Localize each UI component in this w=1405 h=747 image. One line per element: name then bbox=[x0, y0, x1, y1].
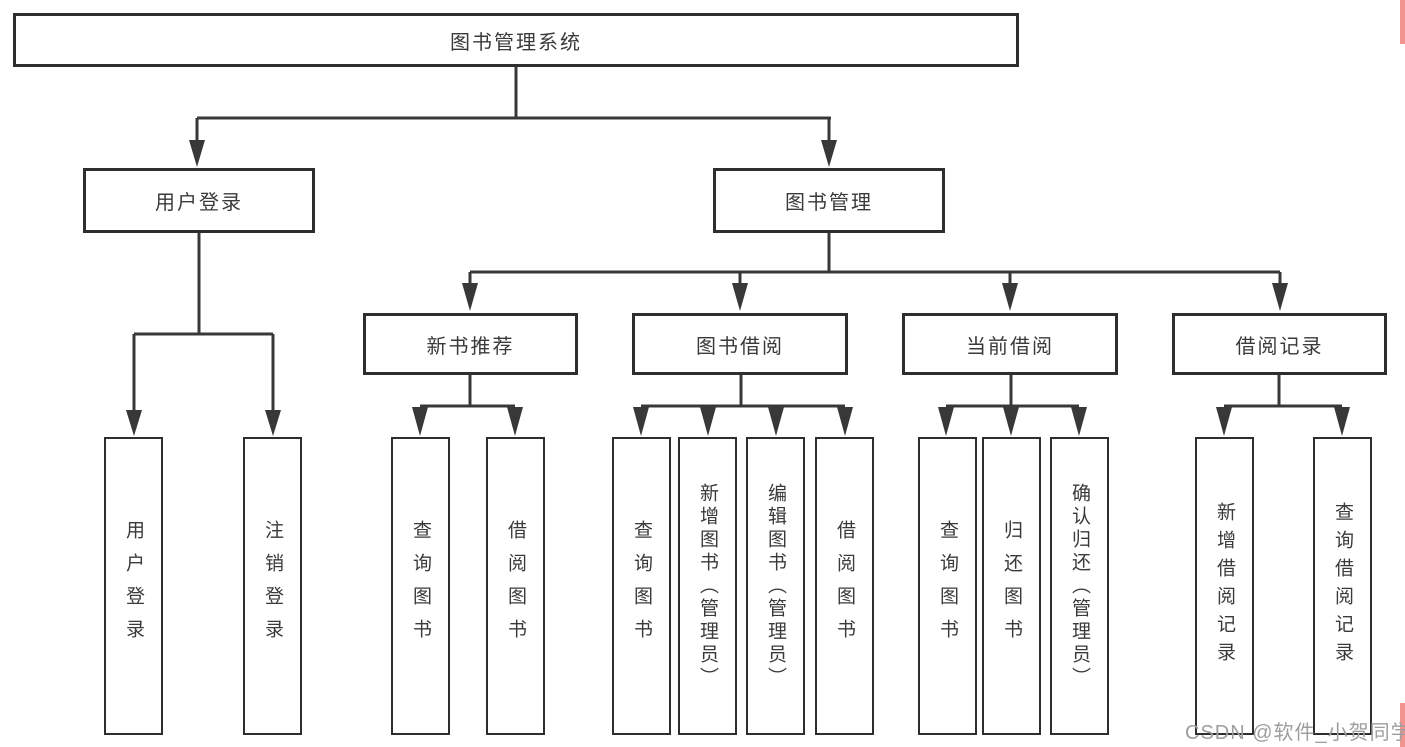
arrowhead-icon bbox=[507, 407, 523, 436]
node-new-book-recommend: 新书推荐 bbox=[363, 313, 578, 375]
node-label: 查询借阅记录 bbox=[1332, 502, 1353, 670]
node-label: 归还图书 bbox=[1001, 520, 1022, 652]
node-leaf-add-borrow-record: 新增借阅记录 bbox=[1195, 437, 1254, 735]
node-label: 确认归还（管理员） bbox=[1069, 482, 1090, 690]
node-label: 查询图书 bbox=[937, 520, 958, 652]
node-label: 借阅图书 bbox=[834, 520, 855, 652]
connector-current-borrow bbox=[938, 375, 1087, 436]
node-current-borrow: 当前借阅 bbox=[902, 313, 1118, 375]
arrowhead-icon bbox=[462, 283, 478, 311]
node-leaf-logout: 注销登录 bbox=[243, 437, 302, 735]
node-leaf-query-books-2: 查询图书 bbox=[612, 437, 671, 735]
node-book-borrow: 图书借阅 bbox=[632, 313, 848, 375]
node-leaf-query-books-3: 查询图书 bbox=[918, 437, 977, 735]
arrowhead-icon bbox=[1071, 407, 1087, 436]
node-borrow-records: 借阅记录 bbox=[1172, 313, 1387, 375]
arrowhead-icon bbox=[1334, 407, 1350, 436]
node-label: 查询图书 bbox=[410, 520, 431, 652]
connector-root bbox=[189, 67, 837, 167]
connector-user-login bbox=[126, 233, 281, 436]
node-book-management: 图书管理 bbox=[713, 168, 945, 233]
node-user-login: 用户登录 bbox=[83, 168, 315, 233]
node-label: 注销登录 bbox=[262, 520, 283, 652]
node-label: 借阅图书 bbox=[505, 520, 526, 652]
connector-borrow-records bbox=[1216, 375, 1350, 436]
arrowhead-icon bbox=[189, 140, 205, 167]
arrowhead-icon bbox=[700, 407, 716, 436]
node-label: 新增借阅记录 bbox=[1214, 502, 1235, 670]
node-leaf-query-books-1: 查询图书 bbox=[391, 437, 450, 735]
arrowhead-icon bbox=[265, 410, 281, 436]
arrowhead-icon bbox=[633, 407, 649, 436]
arrowhead-icon bbox=[1216, 407, 1232, 436]
arrowhead-icon bbox=[821, 140, 837, 167]
node-leaf-edit-book-admin: 编辑图书（管理员） bbox=[746, 437, 805, 735]
arrowhead-icon bbox=[768, 407, 784, 436]
arrowhead-icon bbox=[1272, 283, 1288, 311]
arrowhead-icon bbox=[1002, 283, 1018, 311]
arrowhead-icon bbox=[938, 407, 954, 436]
node-root-system: 图书管理系统 bbox=[13, 13, 1019, 67]
node-leaf-confirm-return-admin: 确认归还（管理员） bbox=[1050, 437, 1109, 735]
arrowhead-icon bbox=[412, 407, 428, 436]
node-leaf-add-book-admin: 新增图书（管理员） bbox=[678, 437, 737, 735]
node-leaf-query-borrow-record: 查询借阅记录 bbox=[1313, 437, 1372, 735]
watermark-edge-top bbox=[1400, 0, 1405, 44]
arrowhead-icon bbox=[837, 407, 853, 436]
node-label: 用户登录 bbox=[123, 520, 144, 652]
node-leaf-borrow-books-2: 借阅图书 bbox=[815, 437, 874, 735]
node-label: 新增图书（管理员） bbox=[697, 482, 718, 690]
node-label: 编辑图书（管理员） bbox=[765, 482, 786, 690]
watermark-edge-bottom bbox=[1400, 703, 1405, 747]
arrowhead-icon bbox=[126, 410, 142, 436]
arrowhead-icon bbox=[1003, 407, 1019, 436]
arrowhead-icon bbox=[732, 283, 748, 311]
node-leaf-user-login: 用户登录 bbox=[104, 437, 163, 735]
connector-book-borrow bbox=[633, 375, 853, 436]
node-leaf-return-book: 归还图书 bbox=[982, 437, 1041, 735]
csdn-watermark: CSDN @软件_小贺同学 bbox=[1185, 722, 1405, 744]
node-leaf-borrow-books-1: 借阅图书 bbox=[486, 437, 545, 735]
node-label: 查询图书 bbox=[631, 520, 652, 652]
connector-new-book bbox=[412, 375, 523, 436]
connector-book-management bbox=[462, 233, 1288, 311]
